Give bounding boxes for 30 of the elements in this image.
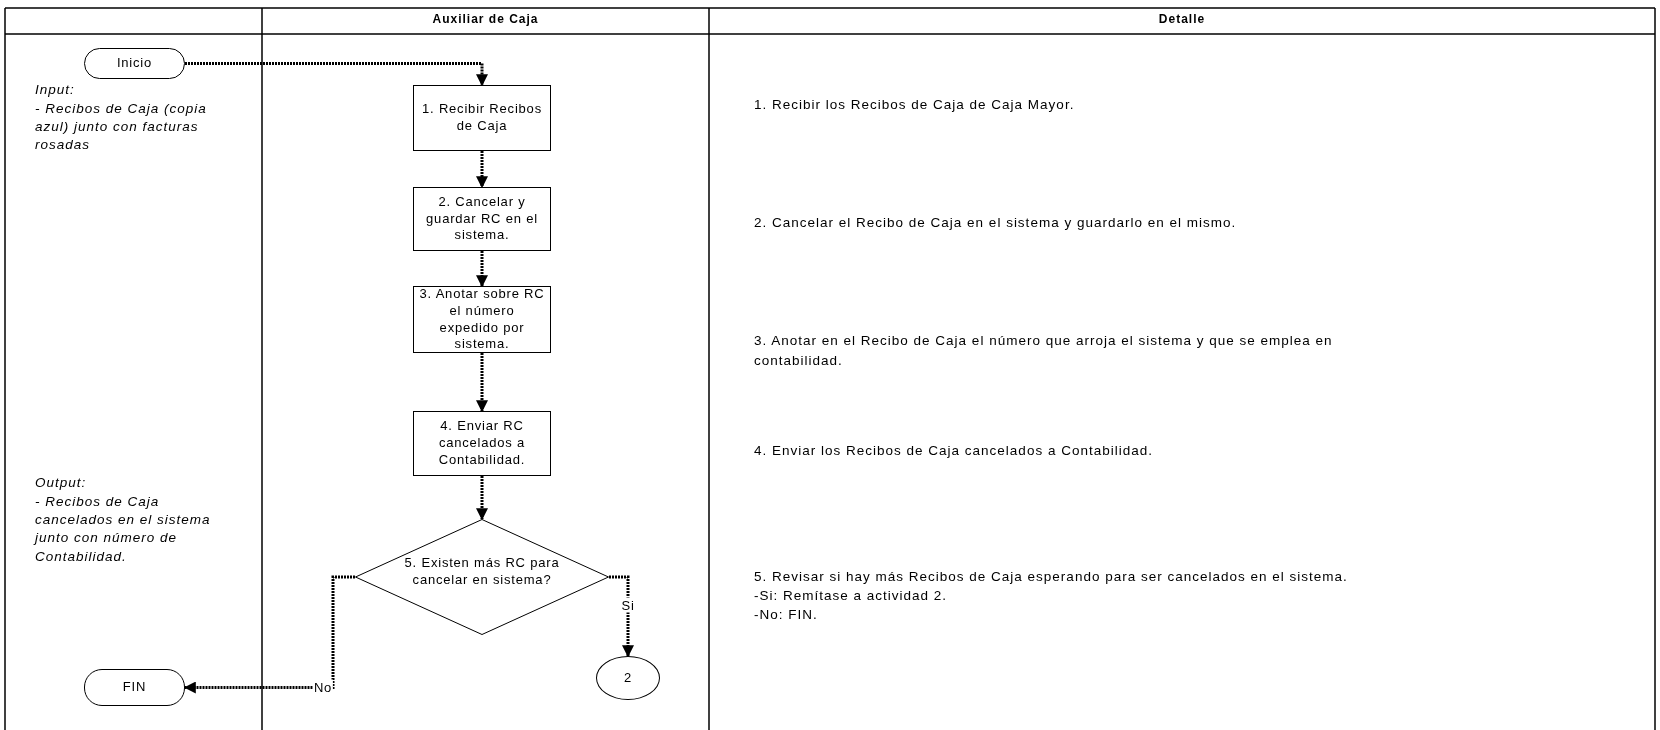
- process-box: 1. Recibir Recibos de Caja: [413, 85, 551, 151]
- step-description: -Si: Remítase a actividad 2.: [754, 587, 949, 605]
- edge-label: No: [312, 679, 334, 695]
- arrow: [609, 575, 634, 658]
- step-description: 1. Recibir los Recibos de Caja de Caja Mayor.: [754, 96, 1076, 114]
- arrow: [185, 62, 488, 87]
- connector-circle: 2: [596, 656, 660, 700]
- step-description: -No: FIN.: [754, 606, 819, 624]
- decision-diamond: 5. Existen más RC para cancelar en sistema?: [355, 519, 609, 635]
- arrow: [476, 151, 488, 189]
- terminal-shape: Inicio: [84, 48, 185, 79]
- process-box: 4. Enviar RC cancelados a Contabilidad.: [413, 411, 551, 476]
- process-box: 2. Cancelar y guardar RC en el sistema.: [413, 187, 551, 251]
- step-description: 5. Revisar si hay más Recibos de Caja esperando para ser cancelados en el sistema.: [754, 568, 1349, 586]
- step-description: 4. Enviar los Recibos de Caja cancelados a Contabilidad.: [754, 442, 1154, 460]
- io-note: Input:: [35, 81, 76, 99]
- step-description: 3. Anotar en el Recibo de Caja el número que arroja el sistema y que se emplea en contabilidad.: [754, 332, 1334, 370]
- terminal-shape: FIN: [84, 669, 185, 706]
- arrow: [476, 251, 488, 288]
- step-description: 2. Cancelar el Recibo de Caja en el sistema y guardarlo en el mismo.: [754, 214, 1238, 232]
- arrow: [476, 476, 488, 521]
- arrow: [476, 353, 488, 413]
- edge-label: Si: [620, 597, 636, 613]
- column-header: Detalle: [1157, 11, 1207, 28]
- column-header: Auxiliar de Caja: [431, 11, 540, 28]
- arrow: [183, 575, 355, 694]
- process-box: 3. Anotar sobre RC el número expedido por sistema.: [413, 286, 551, 353]
- io-note: Output:: [35, 474, 88, 492]
- io-note: - Recibos de Caja cancelados en el sistema junto con número de Contabilidad.: [35, 493, 212, 566]
- io-note: - Recibos de Caja (copia azul) junto con facturas rosadas: [35, 100, 208, 155]
